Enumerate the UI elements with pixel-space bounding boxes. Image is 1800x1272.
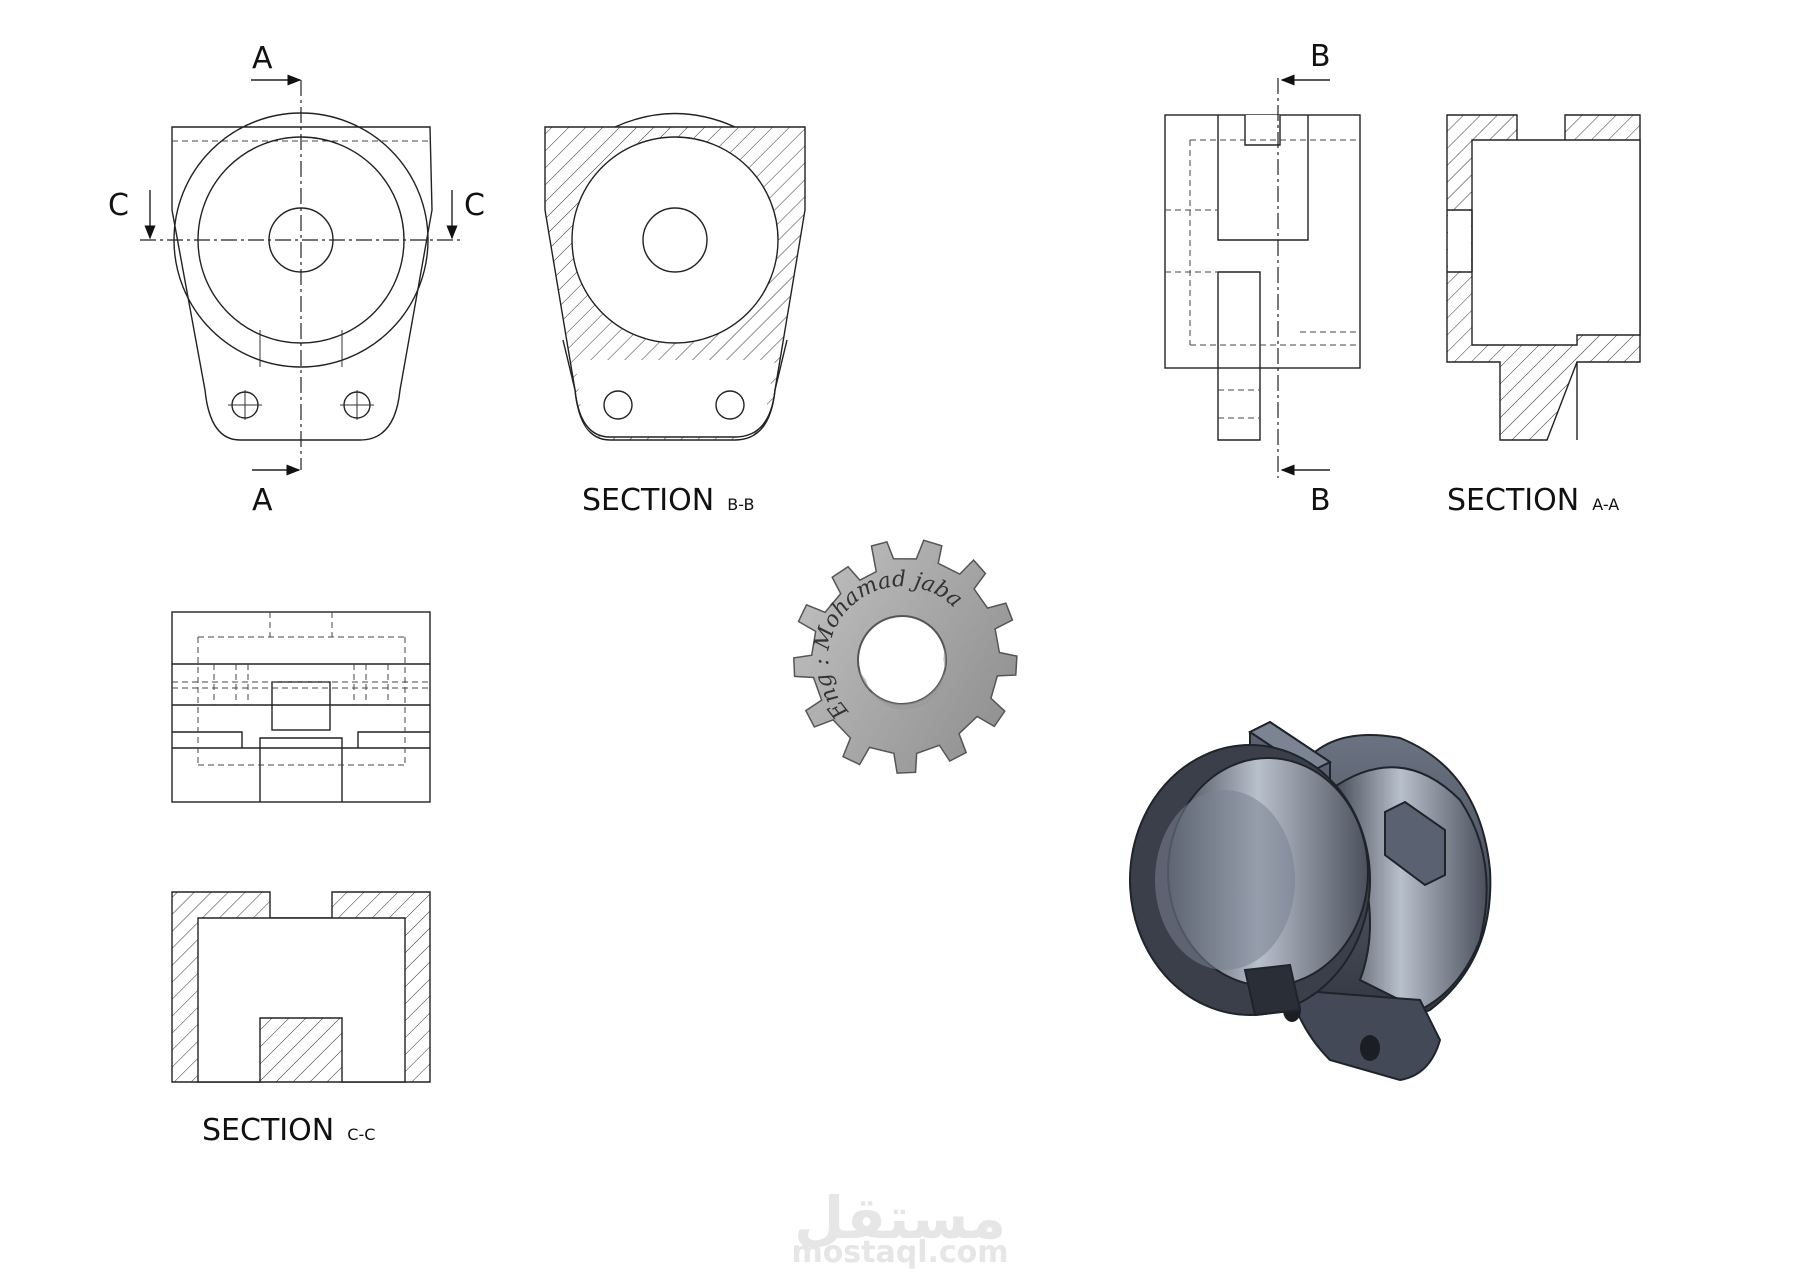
section-bb-caption: SECTION B-B	[582, 483, 754, 518]
watermark-arabic: مستقل	[794, 1184, 1006, 1252]
isometric-part	[1129, 720, 1492, 1082]
section-aa-caption: SECTION A-A	[1447, 483, 1619, 518]
section-cc-caption: SECTION C-C	[202, 1113, 375, 1148]
section-c-label-left: C	[108, 188, 129, 223]
section-cc-view	[171, 891, 431, 1083]
front-view	[140, 74, 460, 476]
top-view	[171, 611, 431, 803]
section-a-label-bottom: A	[252, 483, 273, 518]
section-c-label-right: C	[464, 188, 485, 223]
section-b-label-bottom: B	[1310, 483, 1331, 518]
mostaql-watermark: مستقل mostaql.com	[791, 1184, 1008, 1270]
watermark-latin: mostaql.com	[791, 1235, 1008, 1270]
side-view	[1164, 74, 1361, 478]
section-b-label-top: B	[1310, 39, 1331, 74]
section-a-label-top: A	[252, 41, 273, 76]
section-aa-view	[1446, 114, 1641, 441]
gear-logo: Eng : Mohamad jabal	[788, 539, 1018, 774]
section-bb-view	[544, 112, 806, 441]
